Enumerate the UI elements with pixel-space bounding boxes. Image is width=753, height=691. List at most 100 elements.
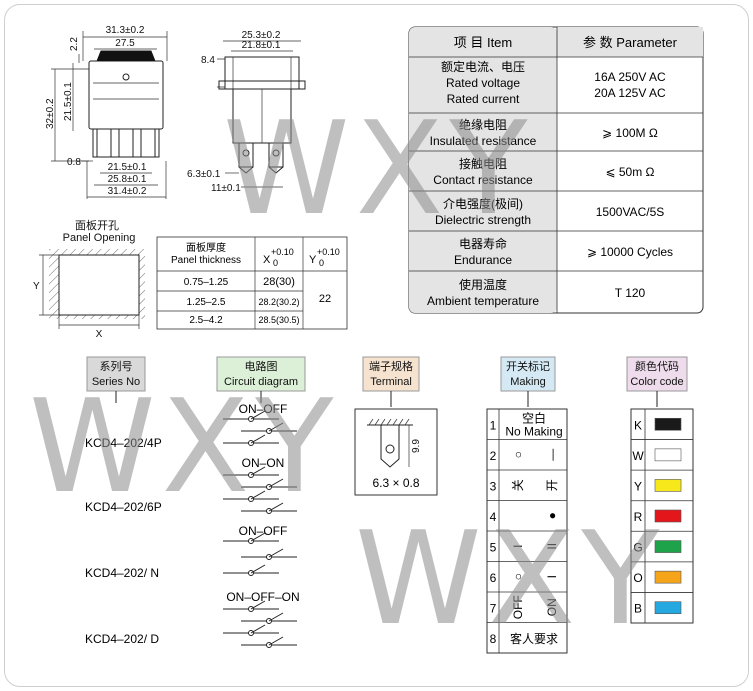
spec-value: ⩾ 10000 Cycles <box>587 245 673 259</box>
circuit-header-cn: 电路图 <box>245 360 278 373</box>
spec-item-en: Endurance <box>454 253 512 267</box>
datasheet-drawing: 31.3±0.2 27.5 2.2 21.5±0.1 32±0.2 0.8 21… <box>29 25 704 654</box>
spec-item-en: Ambient temperature <box>427 294 539 308</box>
spec-item-cn: 接触电阻 <box>459 156 507 171</box>
circuit-lever <box>268 478 284 488</box>
color-swatch <box>654 448 682 462</box>
dim-front-bottom-1: 21.5±0.1 <box>108 162 147 173</box>
circuit-label: ON–ON <box>242 456 285 470</box>
making-num: 8 <box>490 632 497 646</box>
panel-head-y-sup: +0.10 <box>317 247 340 257</box>
dim-front-bottom-gap: 0.8 <box>67 157 81 168</box>
terminal-dim-h: 6.3 × 0.8 <box>372 476 419 490</box>
making-right: I <box>545 575 559 578</box>
panel-head-cn: 面板厚度 <box>186 241 226 254</box>
color-swatch <box>654 570 682 584</box>
dim-side-pin-1: 6.3±0.1 <box>187 169 221 180</box>
spec-item-cn: 绝缘电阻 <box>459 117 507 132</box>
circuit-label: ON–OFF <box>239 402 288 416</box>
circuit-label: ON–OFF <box>239 524 288 538</box>
color-code-letter: K <box>634 418 642 432</box>
color-swatch <box>654 601 682 615</box>
dim-side-pin-2: 11±0.1 <box>211 183 241 194</box>
making-num: 6 <box>490 571 497 585</box>
making-num: 4 <box>490 510 497 524</box>
circuit-diagrams: ON–OFF ON–ON ON–OFF ON–OFF–ON <box>223 402 300 648</box>
color-swatch <box>654 509 682 523</box>
color-code-letter: G <box>633 541 642 555</box>
circuit-lever <box>250 532 266 542</box>
panel-thickness: 0.75–1.25 <box>184 277 229 288</box>
making-right: ON <box>545 598 559 616</box>
spec-item-cn: 使用温度 <box>459 277 507 292</box>
terminal-drawing: 9.9 6.3 × 0.8 <box>354 408 438 496</box>
series-item: KCD4–202/4P <box>85 436 162 450</box>
circuit-header-en: Circuit diagram <box>224 376 298 388</box>
panel-thickness: 2.5–4.2 <box>189 315 223 326</box>
series-item: KCD4–202/ N <box>85 566 159 580</box>
series-list: KCD4–202/4P KCD4–202/6P KCD4–202/ N KCD4–20… <box>85 436 162 646</box>
spec-value: 1500VAC/5S <box>596 205 665 219</box>
circuit-lever <box>250 434 266 444</box>
making-left: ○ <box>511 573 525 580</box>
watermarks: WXY WXY WXY <box>29 95 665 654</box>
terminal-header-en: Terminal <box>370 376 412 388</box>
circuit-lever <box>250 490 266 500</box>
dim-front-bottom-3: 31.4±0.2 <box>108 186 147 197</box>
circuit-lever <box>250 624 266 634</box>
color-code-letter: B <box>634 602 642 616</box>
panel-head-y: Y <box>309 254 317 266</box>
spec-value: ⩾ 100M Ω <box>602 126 658 140</box>
making-left: ○ <box>511 451 525 458</box>
making-text-en: No Making <box>505 424 562 438</box>
panel-x-value: 28(30) <box>263 276 295 288</box>
spec-item-en-2: Rated current <box>447 92 520 106</box>
dim-front-top-width: 31.3±0.2 <box>106 25 145 36</box>
side-view-drawing: 25.3±0.2 21.8±0.1 8.4 6.3±0.1 11±0.1 <box>187 30 306 194</box>
color-code-letter: R <box>634 510 643 524</box>
panel-head-en: Panel thickness <box>171 255 241 266</box>
color-code-letter: W <box>632 449 644 463</box>
dim-side-top-width: 25.3±0.2 <box>242 30 281 41</box>
circuit-lever <box>250 410 266 420</box>
series-item: KCD4–202/6P <box>85 500 162 514</box>
color-swatch <box>654 479 682 492</box>
series-item: KCD4–202/ D <box>85 632 159 646</box>
spec-item-en: Dielectric strength <box>435 213 531 227</box>
making-num: 7 <box>490 601 497 615</box>
series-header-cn: 系列号 <box>100 359 133 373</box>
circuit-label: ON–OFF–ON <box>226 590 299 604</box>
dim-front-height-total: 32±0.2 <box>45 98 56 129</box>
making-num: 3 <box>490 479 497 493</box>
watermark-right: WXY <box>355 505 665 654</box>
watermark-left: WXY <box>29 373 339 522</box>
spec-header-item: 项 目 Item <box>454 35 513 50</box>
making-right: II <box>545 543 559 550</box>
dim-front-height-inner: 21.5±0.1 <box>63 82 74 121</box>
circuit-lever <box>268 502 284 512</box>
circuit-lever <box>250 466 266 476</box>
panel-opening: 面板开孔 Panel Opening Y X 面板厚度 Panel thickn… <box>33 218 348 340</box>
panel-x-value: 28.5(30.5) <box>258 315 299 325</box>
section-headers: 系列号 Series No 电路图 Circuit diagram 端子规格 T… <box>86 356 688 407</box>
color-swatch <box>654 540 682 553</box>
making-left: OFF <box>511 595 525 619</box>
terminal-dim-v: 9.9 <box>411 439 422 453</box>
making-num: 1 <box>490 418 497 432</box>
spec-item-cn: 额定电流、电压 <box>441 59 525 74</box>
dim-side-inner-width: 21.8±0.1 <box>242 40 281 51</box>
panel-title-cn: 面板开孔 <box>75 218 119 232</box>
dim-front-bottom-2: 25.8±0.1 <box>108 174 147 185</box>
making-text-cn: 客人要求 <box>510 631 558 646</box>
making-header-cn: 开关标记 <box>506 359 550 373</box>
spec-item-cn: 介电强度(极间) <box>443 196 523 211</box>
making-right: ● <box>545 512 559 519</box>
panel-label-x: X <box>96 329 103 340</box>
watermark-top: WXY <box>223 95 533 244</box>
spec-item-en: Contact resistance <box>433 173 533 187</box>
making-right: 开 <box>545 479 559 491</box>
terminal-header-cn: 端子规格 <box>369 359 413 373</box>
